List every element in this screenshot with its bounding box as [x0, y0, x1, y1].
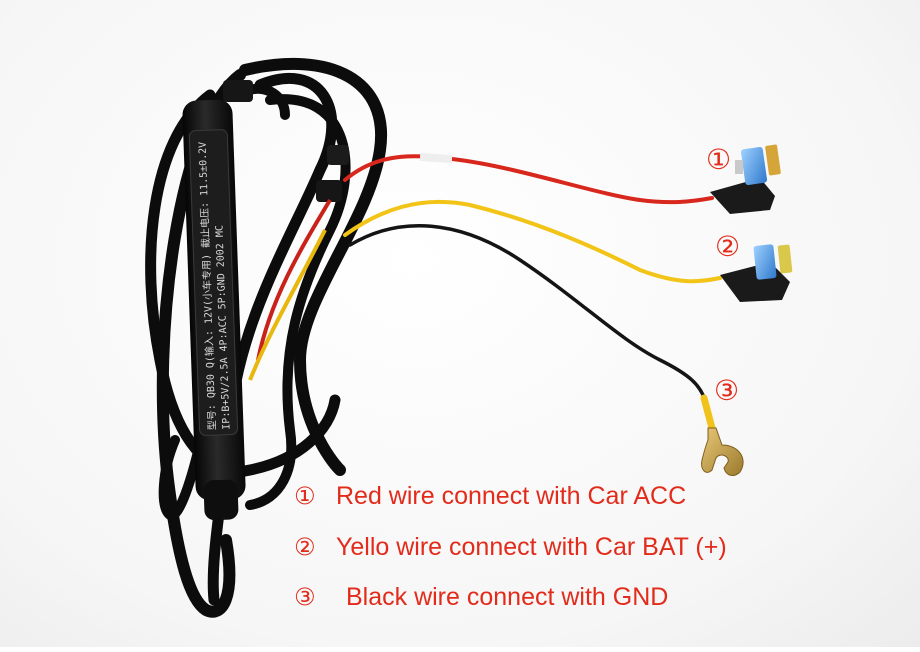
- ring-terminal: [701, 427, 744, 476]
- legend-number-2: ②: [294, 533, 316, 561]
- black-wire: [348, 223, 714, 432]
- legend-text-3: Black wire connect with GND: [346, 583, 669, 611]
- fuse-tap-1: [710, 144, 781, 214]
- legend-line-yellow: ② Yello wire connect with Car BAT (+): [294, 535, 727, 560]
- yellow-wire: [343, 199, 722, 284]
- callout-marker-2: ②: [715, 230, 741, 263]
- legend-number-1: ①: [294, 482, 316, 510]
- wire-sleeve: [419, 152, 453, 164]
- yellow-wire-strand: [248, 229, 327, 381]
- legend-text-2: Yello wire connect with Car BAT (+): [336, 533, 727, 561]
- legend-line-black: ③ Black wire connect with GND: [294, 585, 668, 610]
- legend-text-1: Red wire connect with Car ACC: [336, 482, 687, 510]
- yellow-heat-shrink: [700, 394, 716, 432]
- legend-line-red: ① Red wire connect with Car ACC: [294, 484, 686, 509]
- cable-ties: [223, 80, 349, 202]
- legend-number-3: ③: [294, 583, 316, 611]
- power-module: 型号: QB30 Q(输入: 12V(小车专用) 截止电压: 11.5±0.2V…: [182, 99, 246, 521]
- callout-marker-3: ③: [714, 374, 740, 407]
- fuse-tap-2: [720, 244, 793, 302]
- red-wire-strand: [256, 198, 332, 361]
- callout-marker-1: ①: [706, 143, 732, 176]
- red-wire: [343, 154, 714, 205]
